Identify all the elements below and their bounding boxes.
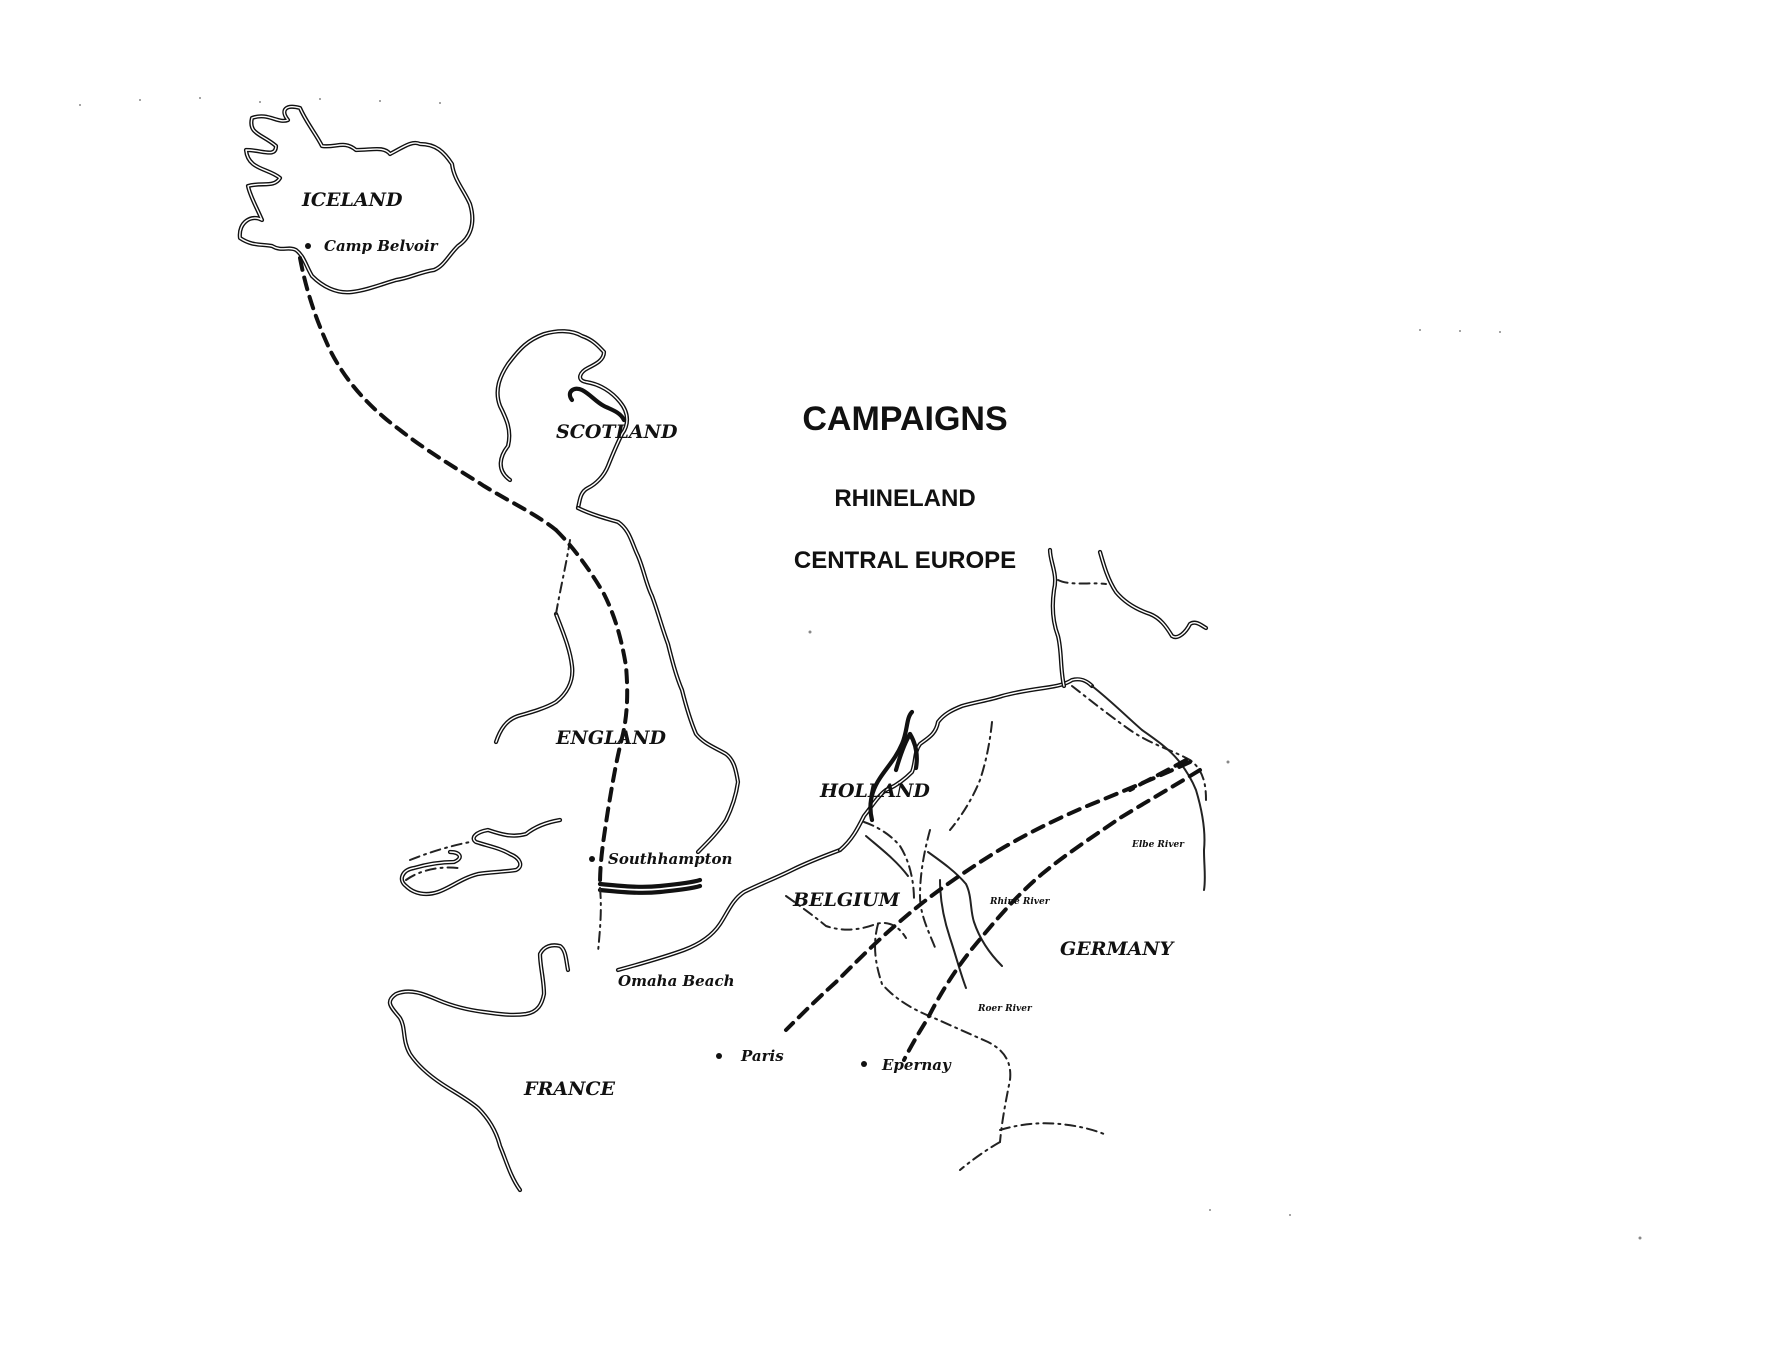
label-camp-belvoir: Camp Belvoir bbox=[324, 237, 439, 255]
label-holland: HOLLAND bbox=[819, 780, 930, 802]
route-lines bbox=[298, 256, 1202, 1062]
rhine-river-line bbox=[927, 851, 1003, 967]
label-england: ENGLAND bbox=[555, 727, 667, 749]
label-roer-river: Roer River bbox=[977, 1004, 1033, 1014]
route-germany-to-epernay bbox=[902, 768, 1202, 1062]
france-coastline bbox=[387, 547, 1209, 1193]
route-germany-to-paris bbox=[784, 760, 1192, 1032]
paris-dot bbox=[716, 1053, 722, 1059]
map-title: CAMPAIGNS bbox=[802, 400, 1007, 438]
route-scotland-to-southhampton bbox=[554, 528, 630, 886]
britain-west-coastline bbox=[495, 329, 630, 511]
label-southhampton: Southhampton bbox=[608, 850, 732, 868]
place-dots bbox=[305, 243, 867, 1067]
scan-specks bbox=[79, 97, 1642, 1240]
campaign-rhineland: RHINELAND bbox=[834, 485, 975, 512]
borders bbox=[405, 539, 1207, 1171]
label-iceland: ICELAND bbox=[301, 189, 403, 211]
label-paris: Paris bbox=[740, 1047, 784, 1065]
southhampton-dot bbox=[589, 856, 595, 862]
campaign-central-europe: CENTRAL EUROPE bbox=[794, 547, 1016, 574]
label-belgium: BELGIUM bbox=[792, 889, 901, 911]
rivers bbox=[865, 685, 1206, 989]
label-germany: GERMANY bbox=[1060, 938, 1176, 960]
england-west-coastline bbox=[399, 611, 703, 897]
label-elbe-river: Elbe River bbox=[1131, 840, 1185, 850]
label-epernay: Epernay bbox=[881, 1056, 952, 1074]
britain-east-coastline bbox=[575, 505, 741, 855]
label-rhine-river: Rhine River bbox=[989, 897, 1051, 907]
roer-river-line bbox=[939, 879, 967, 989]
label-scotland: SCOTLAND bbox=[556, 421, 678, 443]
iceland-coastline bbox=[237, 104, 475, 295]
epernay-dot bbox=[861, 1061, 867, 1067]
elbe-river-line bbox=[1091, 685, 1206, 891]
camp-belvoir-dot bbox=[305, 243, 311, 249]
label-omaha-beach: Omaha Beach bbox=[618, 972, 734, 990]
route-iceland-to-england bbox=[298, 256, 558, 532]
label-france: FRANCE bbox=[523, 1078, 616, 1100]
